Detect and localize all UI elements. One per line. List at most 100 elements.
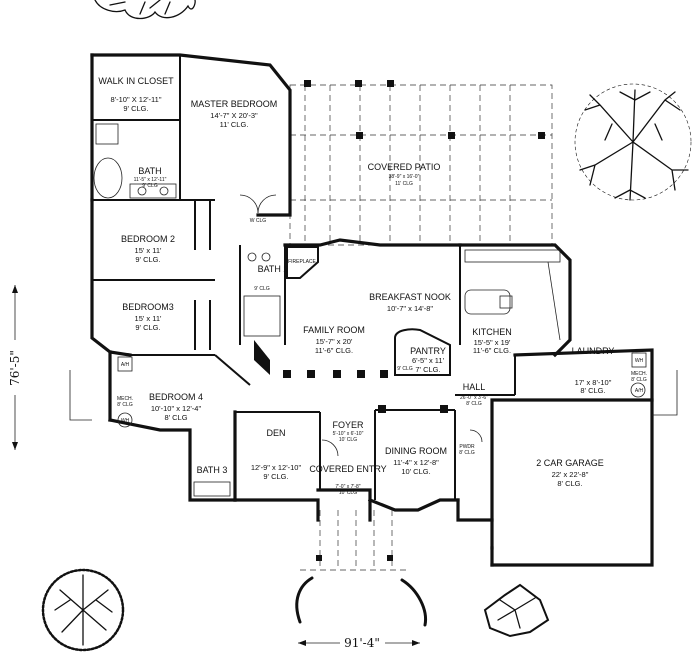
svg-text:7' CLG.: 7' CLG. [415,365,440,374]
room-label-garage: 2 CAR GARAGE 22' x 22'-8" 8' CLG. [536,458,604,488]
svg-text:9' CLG.: 9' CLG. [123,104,148,113]
svg-text:A/H: A/H [121,362,130,368]
room-label-pantry: PANTRY 6'-5" x 11' 7' CLG. [410,346,446,374]
room-label-bath-master: BATH 11'-5" x 12'-11" 9' CLG [134,166,167,189]
fixtures [69,123,678,571]
svg-text:9' CLG: 9' CLG [142,183,158,189]
svg-text:9' CLG: 9' CLG [254,286,270,292]
svg-text:W CLG: W CLG [250,218,267,224]
svg-text:8' CLG.: 8' CLG. [557,479,582,488]
tree-right [574,83,692,201]
svg-text:11'-4" x 12'-8": 11'-4" x 12'-8" [393,458,439,467]
tree-bottom-right [483,583,550,638]
svg-text:DINING ROOM: DINING ROOM [385,446,447,456]
dimension-depth: 76'-5" [8,285,22,450]
svg-text:8' CLG: 8' CLG [466,401,482,407]
svg-text:COVERED ENTRY: COVERED ENTRY [309,464,386,474]
svg-text:15'-7" x 20': 15'-7" x 20' [316,337,353,346]
interior-walls [92,55,516,500]
svg-text:91'-4": 91'-4" [344,636,380,650]
svg-text:14'-7" X 20'-3": 14'-7" X 20'-3" [210,111,258,120]
svg-text:8' CLG.: 8' CLG. [580,386,605,395]
svg-text:WH: WH [121,418,130,424]
svg-text:WH: WH [635,358,644,364]
svg-text:9' CLG.: 9' CLG. [135,323,160,332]
room-label-walk-in-closet: WALK IN CLOSET 8'-10" X 12'-11" 9' CLG. [98,76,174,113]
svg-text:BATH 3: BATH 3 [197,465,228,475]
svg-text:22' x 22'-8": 22' x 22'-8" [552,470,589,479]
svg-text:10'-7" x 14'-8": 10'-7" x 14'-8" [387,304,433,313]
svg-text:A/H: A/H [635,388,644,394]
room-label-bedroom2: BEDROOM 2 15' x 11' 9' CLG. [121,234,175,264]
svg-text:BEDROOM 4: BEDROOM 4 [149,392,203,402]
room-label-covered-entry: COVERED ENTRY 7'-0" x 7'-8" 10' CLG [309,464,386,496]
room-label-bedroom4: BEDROOM 4 10'-10" x 12'-4" 8' CLG [149,392,203,422]
svg-text:11' CLG: 11' CLG [395,181,413,187]
svg-text:5'-10" x 6'-10": 5'-10" x 6'-10" [333,431,364,437]
svg-text:9' CLG: 9' CLG [397,366,413,372]
svg-text:26'-0" x 3'-6": 26'-0" x 3'-6" [460,395,488,401]
room-label-master-bedroom: MASTER BEDROOM 14'-7" X 20'-3" 11' CLG. [191,99,278,129]
svg-text:KITCHEN: KITCHEN [472,327,512,337]
svg-text:BEDROOM 2: BEDROOM 2 [121,234,175,244]
svg-text:2 CAR GARAGE: 2 CAR GARAGE [536,458,604,468]
svg-text:15' x 11': 15' x 11' [135,314,162,323]
svg-text:DEN: DEN [266,428,285,438]
svg-text:8' CLG: 8' CLG [459,450,475,456]
room-label-bath3: BATH 3 [197,465,228,475]
svg-text:MASTER BEDROOM: MASTER BEDROOM [191,99,278,109]
svg-text:LAUNDRY: LAUNDRY [572,346,615,356]
svg-text:8' CLG: 8' CLG [164,413,187,422]
room-label-bath2: BATH 2 9' CLG [254,264,288,292]
room-label-dining-room: DINING ROOM 11'-4" x 12'-8" 10' CLG. [385,446,447,476]
shrub-arcs [295,576,428,627]
svg-text:FOYER: FOYER [332,420,364,430]
svg-text:WALK IN CLOSET: WALK IN CLOSET [98,76,174,86]
svg-text:PWDR: PWDR [459,444,475,450]
svg-text:10' CLG.: 10' CLG. [401,467,430,476]
svg-text:PANTRY: PANTRY [410,346,446,356]
svg-text:76'-5": 76'-5" [8,350,22,386]
room-label-pwdr: PWDR 8' CLG [459,444,475,456]
svg-text:8' CLG: 8' CLG [117,402,133,408]
room-label-kitchen: KITCHEN 15'-5" x 19' 11'-6" CLG. [472,327,512,355]
svg-text:9' CLG.: 9' CLG. [263,472,288,481]
svg-text:MECH.: MECH. [117,396,133,402]
svg-text:11'-6" CLG.: 11'-6" CLG. [315,346,353,355]
room-label-laundry: LAUNDRY 17' x 8'-10" 8' CLG. [572,346,615,395]
room-label-fireplace: FIREPLACE [288,259,316,265]
svg-text:8'-10" X 12'-11": 8'-10" X 12'-11" [111,95,162,104]
svg-text:11' CLG.: 11' CLG. [220,120,249,129]
svg-text:10' CLG: 10' CLG [339,490,357,496]
svg-text:BREAKFAST NOOK: BREAKFAST NOOK [369,292,451,302]
svg-text:9' CLG.: 9' CLG. [135,255,160,264]
svg-text:MECH.: MECH. [631,371,647,377]
room-label-hall: HALL 26'-0" x 3'-6" 8' CLG [460,382,488,407]
svg-text:HALL: HALL [463,382,486,392]
svg-text:38'-9" x 16'-0": 38'-9" x 16'-0" [389,174,420,180]
svg-text:BATH: BATH [138,166,161,176]
room-label-den: DEN 12'-9" x 12'-10" 9' CLG. [251,428,302,481]
tree-top-left [94,0,196,20]
exterior-walls [90,53,654,567]
svg-text:17' x 8'-10": 17' x 8'-10" [575,378,612,387]
dimension-width: 91'-4" [298,636,420,650]
room-label-family-room: FAMILY ROOM 15'-7" x 20' 11'-6" CLG. [303,325,365,355]
svg-text:12'-9" x 12'-10": 12'-9" x 12'-10" [251,463,302,472]
covered-patio-outline [289,80,553,246]
svg-text:6'-5" x 11': 6'-5" x 11' [412,356,445,365]
svg-text:10' CLG: 10' CLG [339,437,357,443]
svg-text:7'-0" x 7'-8": 7'-0" x 7'-8" [335,484,360,490]
svg-text:COVERED PATIO: COVERED PATIO [368,162,441,172]
room-label-breakfast-nook: BREAKFAST NOOK 10'-7" x 14'-8" [369,292,451,313]
room-label-foyer: FOYER 5'-10" x 6'-10" 10' CLG [332,420,364,443]
svg-text:11'-5" x 12'-11": 11'-5" x 12'-11" [134,177,167,183]
mech-labels: A/H MECH. 8' CLG WH WH MECH. 8' CLG A/H … [117,218,647,424]
svg-text:FIREPLACE: FIREPLACE [288,259,316,265]
svg-text:8' CLG: 8' CLG [631,377,647,383]
svg-text:11'-6" CLG.: 11'-6" CLG. [473,346,511,355]
svg-text:FAMILY ROOM: FAMILY ROOM [303,325,365,335]
room-label-bedroom3: BEDROOM3 15' x 11' 9' CLG. [122,302,174,332]
svg-text:BEDROOM3: BEDROOM3 [122,302,174,312]
